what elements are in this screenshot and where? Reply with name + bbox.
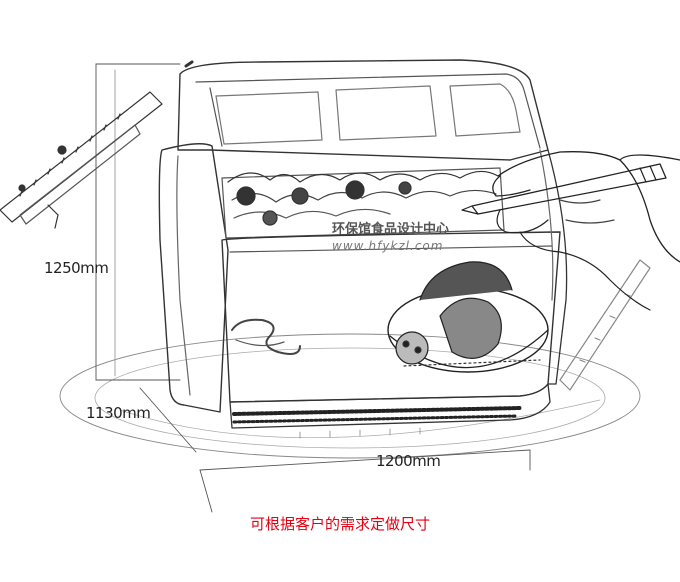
dimension-height-label: 1250mm (44, 259, 109, 277)
dimension-lines (95, 63, 531, 513)
ruler-upper-left (0, 91, 163, 229)
floor-ticks (299, 427, 421, 439)
cabinet-canopy (177, 59, 549, 161)
watermark-name: 环保馆食品设计中心 (332, 222, 450, 237)
watermark-url: www.hfykzl.com (332, 239, 444, 253)
bottom-grille (229, 383, 551, 429)
fruit-bowl (387, 261, 549, 373)
ice-cream-tubs (221, 167, 505, 239)
watermark: 环保馆食品设计中心 www.hfykzl.com (332, 218, 492, 253)
cabinet-left-panel (158, 143, 229, 413)
ruler-right (559, 259, 651, 391)
dimension-width-label: 1200mm (376, 452, 441, 470)
dimension-depth-label: 1130mm (86, 404, 151, 422)
floor-ellipse (59, 333, 641, 459)
cabinet-right-panel (539, 149, 568, 385)
hand-with-pencil (461, 151, 680, 311)
custom-size-caption: 可根据客户的需求定做尺寸 (249, 515, 430, 533)
